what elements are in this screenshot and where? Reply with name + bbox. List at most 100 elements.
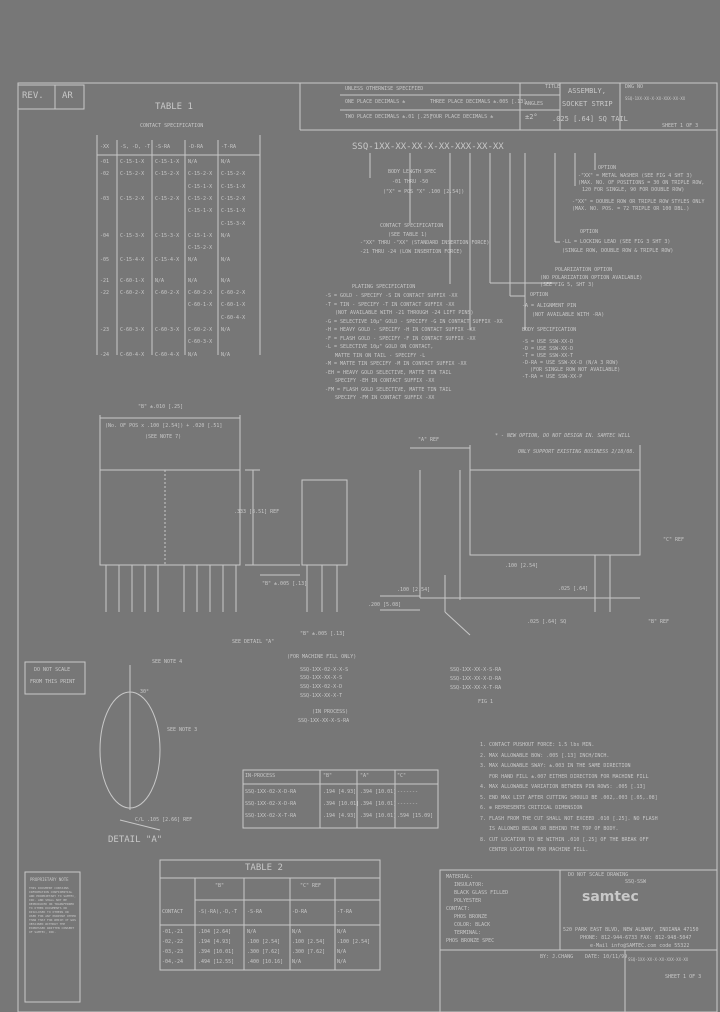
table1-cell: N/A bbox=[188, 257, 198, 264]
opt3-title: OPTION bbox=[530, 292, 549, 298]
table2-cell: .394 [10.01] bbox=[198, 949, 235, 955]
material-line: INSULATOR: bbox=[454, 882, 485, 888]
material-line: COLOR: BLACK bbox=[454, 922, 491, 928]
table2-col-b: "C" REF bbox=[300, 883, 322, 889]
table2-subheader: -S-RA bbox=[247, 909, 263, 915]
table1-subtitle: CONTACT SPECIFICATION bbox=[140, 123, 204, 129]
contact-spec-l3: -21 THRU -24 (LOW INSERTION FORCE) bbox=[360, 249, 463, 255]
process-header: IN-PROCESS bbox=[245, 773, 276, 779]
table2-cell: .100 [2.54] bbox=[292, 939, 326, 945]
process-cell: .194 [4.93] bbox=[323, 813, 357, 819]
scale-note-l1: DO NOT SCALE bbox=[34, 667, 71, 673]
proprietary-title: PROPRIETARY NOTE bbox=[30, 877, 69, 882]
table1-header: -T-RA bbox=[221, 144, 237, 150]
process-cell: ------- bbox=[397, 801, 419, 807]
side-tail: "B" ±.005 [.13] bbox=[262, 581, 308, 587]
proprietary-box bbox=[24, 871, 81, 1003]
angles-value: ±2° bbox=[525, 113, 538, 121]
table1-cell: C-15-2-X bbox=[155, 195, 180, 202]
unless-note: UNLESS OTHERWISE SPECIFIED bbox=[345, 86, 424, 92]
table1-cell: -05 bbox=[100, 257, 110, 264]
table1-cell: C-60-2-X bbox=[221, 290, 246, 296]
table1-cell: C-15-2-X bbox=[155, 171, 180, 178]
angles-label: ANGLES bbox=[525, 101, 544, 107]
process-cell: .194 [4.93] bbox=[323, 789, 357, 795]
table2-cell: .400 [10.16] bbox=[247, 959, 284, 965]
table1-cell: N/A bbox=[155, 277, 165, 284]
process-cell: ------- bbox=[397, 789, 419, 795]
table2-cell: .194 [4.93] bbox=[198, 939, 232, 945]
company-addr-2: PHONE: 812-944-6733 FAX: 812-948-5047 bbox=[580, 935, 692, 941]
table1-cell: C-15-1-X bbox=[221, 183, 246, 190]
rev-label: REV. bbox=[22, 91, 44, 101]
scale-note-l2: FROM THIS PRINT bbox=[30, 679, 76, 685]
table1-cell: -22 bbox=[100, 290, 110, 296]
dwg-label: DWG NO bbox=[625, 84, 644, 90]
table1-cell: C-60-4-X bbox=[155, 351, 180, 358]
plating-item: -M = MATTE TIN SPECIFY -M IN CONTACT SUF… bbox=[325, 361, 467, 367]
material-line: PHOS BRONZE SPEC bbox=[446, 938, 495, 944]
company-addr-3: e-Mail info@SAMTEC.com code 55322 bbox=[590, 943, 690, 949]
table1-cell: -01 bbox=[100, 159, 110, 165]
side-dim-top: "B" ±.010 [.25] bbox=[138, 404, 184, 410]
detail-a-note3: SEE NOTE 3 bbox=[167, 727, 198, 733]
table1-cell: -23 bbox=[100, 326, 110, 333]
company-file: SSQ-1XX-XX-X-XX-XXX-XX-XX bbox=[628, 957, 689, 962]
note-item: 7. FLASH FROM THE CUT SHALL NOT EXCEED .… bbox=[480, 815, 658, 822]
table2-cell: .104 [2.64] bbox=[198, 929, 232, 935]
opt1-l4: -"XX" = DOUBLE ROW OR TRIPLE ROW STYLES … bbox=[572, 199, 705, 205]
table2-cell: -01,-21 bbox=[162, 929, 184, 935]
fig1-ref2: .200 [5.08] bbox=[368, 602, 402, 608]
material-line: CONTACT: bbox=[446, 906, 471, 912]
contact-spec-title: CONTACT SPECIFICATION bbox=[380, 223, 444, 229]
fig1-ref3: .100 [2.54] bbox=[505, 563, 539, 569]
see-note-4: SEE NOTE 4 bbox=[152, 659, 183, 665]
note-item: FOR HAND FILL ±.007 EITHER DIRECTION FOR… bbox=[480, 773, 649, 780]
table1-cell: C-60-2-X bbox=[155, 290, 180, 296]
scale-note-box bbox=[24, 661, 86, 695]
table1-cell: C-15-4-X bbox=[155, 257, 180, 264]
process-cell: .394 [10.01] bbox=[360, 801, 397, 807]
plating-title: PLATING SPECIFICATION bbox=[352, 284, 416, 290]
material-line: MATERIAL: bbox=[446, 874, 474, 880]
fig1-ref1: .100 [2.54] bbox=[397, 587, 431, 593]
table1-cell: C-60-4-X bbox=[221, 314, 246, 321]
table1-cell: C-15-2-X bbox=[221, 171, 246, 178]
note-item: IS ALLOWED BELOW OR BEHIND THE TOP OF BO… bbox=[480, 826, 619, 832]
detail-a-label: DETAIL "A" bbox=[108, 835, 163, 845]
title-line-3: .025 [.64] SQ TAIL bbox=[552, 115, 628, 123]
table2-cell: .100 [2.54] bbox=[337, 939, 371, 945]
table1-cell: C-60-3-X bbox=[188, 339, 213, 346]
title-label: TITLE bbox=[545, 84, 561, 90]
table2-cell: N/A bbox=[337, 959, 347, 965]
table1-cell: C-60-1-X bbox=[120, 277, 145, 284]
material-line: PHOS BRONZE bbox=[454, 914, 488, 920]
table2-cell: .100 [2.54] bbox=[247, 939, 281, 945]
opt2-l1: -LL = LOCKING LEAD (SEE FIG 3 SHT 3) bbox=[562, 239, 671, 245]
table1-cell: C-15-2-X bbox=[188, 195, 213, 202]
table1-cell: C-60-2-X bbox=[188, 290, 213, 296]
table-2 bbox=[159, 859, 381, 971]
sheet-label: SHEET 1 OF 3 bbox=[662, 123, 699, 129]
drawing-border bbox=[17, 82, 718, 1012]
table1-cell: C-15-2-X bbox=[188, 245, 213, 252]
body-spec-title: BODY SPECIFICATION bbox=[522, 327, 577, 333]
table1-cell: C-15-1-X bbox=[188, 183, 213, 190]
table2-subheader: -D-RA bbox=[292, 909, 308, 915]
body-spec-l1: -S = USE SSW-XX-D bbox=[522, 339, 574, 345]
side-view-body bbox=[99, 469, 241, 566]
note-item: 3. MAX ALLOWABLE SWAY: ±.003 IN THE SAME… bbox=[480, 763, 631, 769]
note-item: 1. CONTACT PUSHOUT FORCE: 1.5 lbs MIN. bbox=[480, 742, 595, 748]
company-right-2: SSQ-SSW bbox=[625, 879, 647, 885]
opt2-l2: (SINGLE ROW, DOUBLE ROW & TRIPLE ROW) bbox=[562, 248, 674, 254]
body-length-l1: -01 THRU -50 bbox=[392, 179, 429, 185]
table2-cell: N/A bbox=[292, 959, 302, 965]
table2-cell: N/A bbox=[292, 929, 302, 935]
rev-value: AR bbox=[62, 91, 73, 101]
fig1-a-ref: "A" REF bbox=[418, 437, 440, 443]
fig1-ref6: .025 [.64] bbox=[558, 586, 589, 592]
table2-col-a: "B" bbox=[215, 883, 225, 889]
table1-cell: -21 bbox=[100, 277, 110, 284]
table1-cell: N/A bbox=[221, 257, 231, 264]
